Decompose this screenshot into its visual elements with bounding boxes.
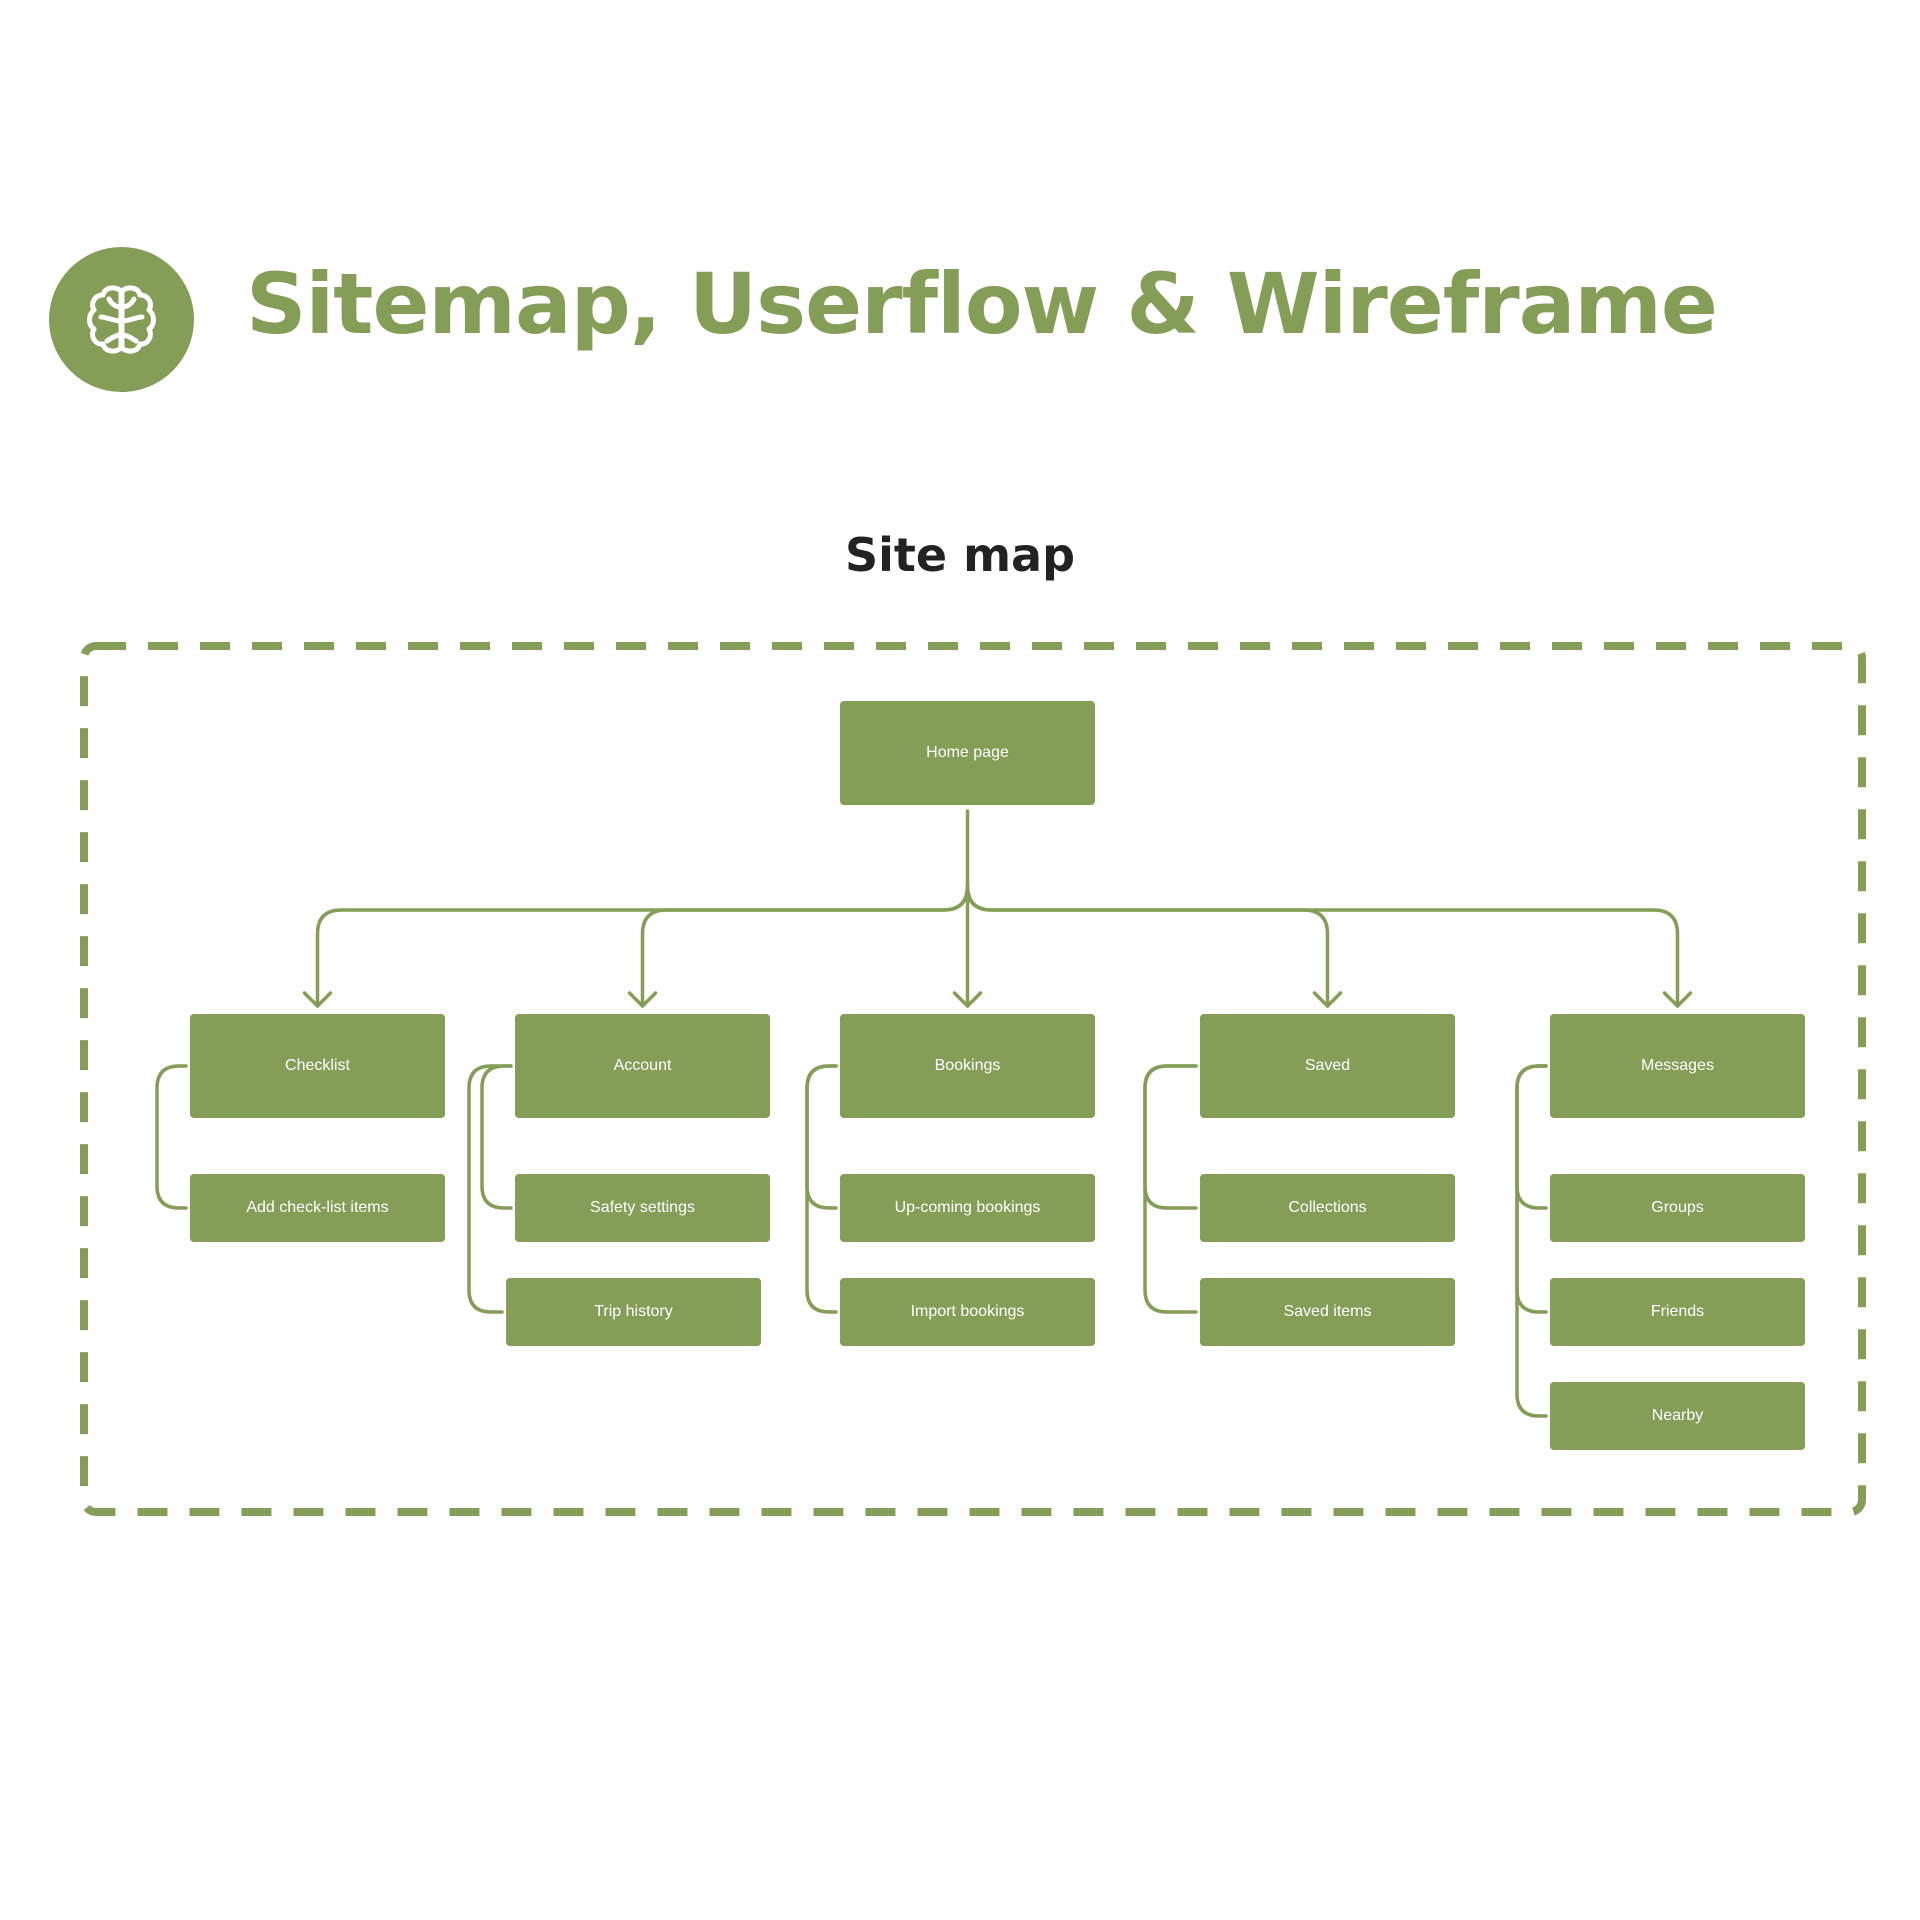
connector-to-collections bbox=[1143, 1064, 1198, 1210]
node-groups: Groups bbox=[1550, 1174, 1805, 1242]
node-safety-settings: Safety settings bbox=[515, 1174, 770, 1242]
node-home-page: Home page bbox=[840, 701, 1095, 805]
connector-to-account bbox=[640, 884, 970, 1008]
connector-to-up-coming-bookings bbox=[805, 1064, 838, 1210]
node-trip-history: Trip history bbox=[506, 1278, 761, 1346]
brain-icon bbox=[87, 285, 156, 354]
node-messages: Messages bbox=[1550, 1014, 1805, 1118]
node-add-check-list-items: Add check-list items bbox=[190, 1174, 445, 1242]
arrowhead-checklist bbox=[302, 991, 333, 1008]
node-saved-items: Saved items bbox=[1200, 1278, 1455, 1346]
page-title: Sitemap, Userflow & Wireframe bbox=[246, 255, 1718, 353]
connector-to-groups bbox=[1515, 1064, 1548, 1210]
node-saved: Saved bbox=[1200, 1014, 1455, 1118]
arrowhead-account bbox=[627, 991, 658, 1008]
arrowhead-messages bbox=[1662, 991, 1693, 1008]
sitemap-frame bbox=[80, 642, 1866, 1516]
connector-to-saved-items bbox=[1143, 1064, 1198, 1314]
header-logo bbox=[49, 247, 194, 392]
connector-to-saved bbox=[965, 884, 1330, 1008]
node-import-bookings: Import bookings bbox=[840, 1278, 1095, 1346]
node-account: Account bbox=[515, 1014, 770, 1118]
node-up-coming-bookings: Up-coming bookings bbox=[840, 1174, 1095, 1242]
connector-to-friends bbox=[1515, 1064, 1548, 1314]
connector-to-safety-settings bbox=[480, 1064, 513, 1210]
connector-to-add-check-list-items bbox=[155, 1064, 188, 1210]
node-friends: Friends bbox=[1550, 1278, 1805, 1346]
connector-to-nearby bbox=[1515, 1064, 1548, 1418]
node-bookings: Bookings bbox=[840, 1014, 1095, 1118]
section-title: Site map bbox=[845, 528, 1075, 582]
connector-to-trip-history bbox=[467, 1064, 513, 1314]
arrowhead-bookings bbox=[952, 991, 983, 1008]
connector-to-import-bookings bbox=[805, 1064, 838, 1314]
node-collections: Collections bbox=[1200, 1174, 1455, 1242]
connector-to-messages bbox=[965, 884, 1680, 1008]
node-nearby: Nearby bbox=[1550, 1382, 1805, 1450]
arrowhead-saved bbox=[1312, 991, 1343, 1008]
node-checklist: Checklist bbox=[190, 1014, 445, 1118]
